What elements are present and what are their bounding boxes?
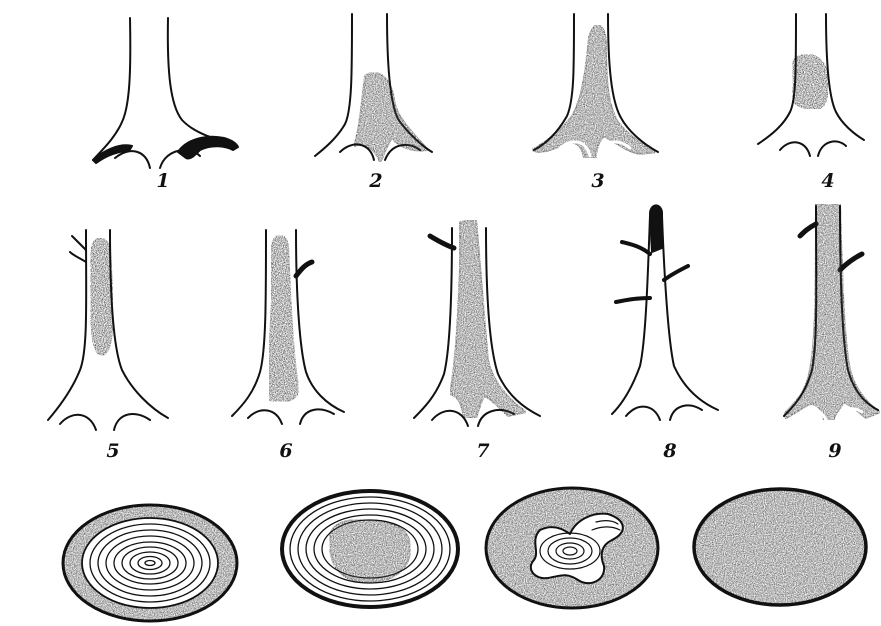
rot-zone-1b [178, 137, 238, 159]
label-9: 9 [815, 440, 855, 462]
label-1: 1 [143, 170, 183, 192]
rot-zone-4 [793, 55, 829, 109]
tree-4 [758, 14, 864, 156]
rot-zone-5 [91, 238, 113, 355]
cross-section-c [486, 488, 658, 608]
tree-7 [414, 220, 540, 426]
tree-6 [232, 230, 344, 424]
tree-3 [532, 14, 658, 158]
tree-1 [93, 18, 238, 168]
label-5: 5 [93, 440, 133, 462]
cross-section-d [694, 489, 866, 605]
cross-section-b [282, 491, 458, 607]
label-3: 3 [578, 170, 618, 192]
tree-2 [315, 14, 432, 162]
rot-zone-8 [650, 205, 662, 252]
label-7: 7 [463, 440, 503, 462]
label-2: 2 [356, 170, 396, 192]
tree-5 [48, 230, 168, 430]
label-4: 4 [808, 170, 848, 192]
rot-zone-6 [269, 236, 298, 402]
rot-zone-2 [354, 73, 428, 162]
rot-zone-b [330, 520, 410, 583]
label-8: 8 [650, 440, 690, 462]
cross-section-a [63, 505, 237, 621]
label-6: 6 [266, 440, 306, 462]
tree-9 [784, 204, 880, 420]
rot-zone-1a [93, 145, 132, 163]
tree-8 [612, 205, 718, 420]
